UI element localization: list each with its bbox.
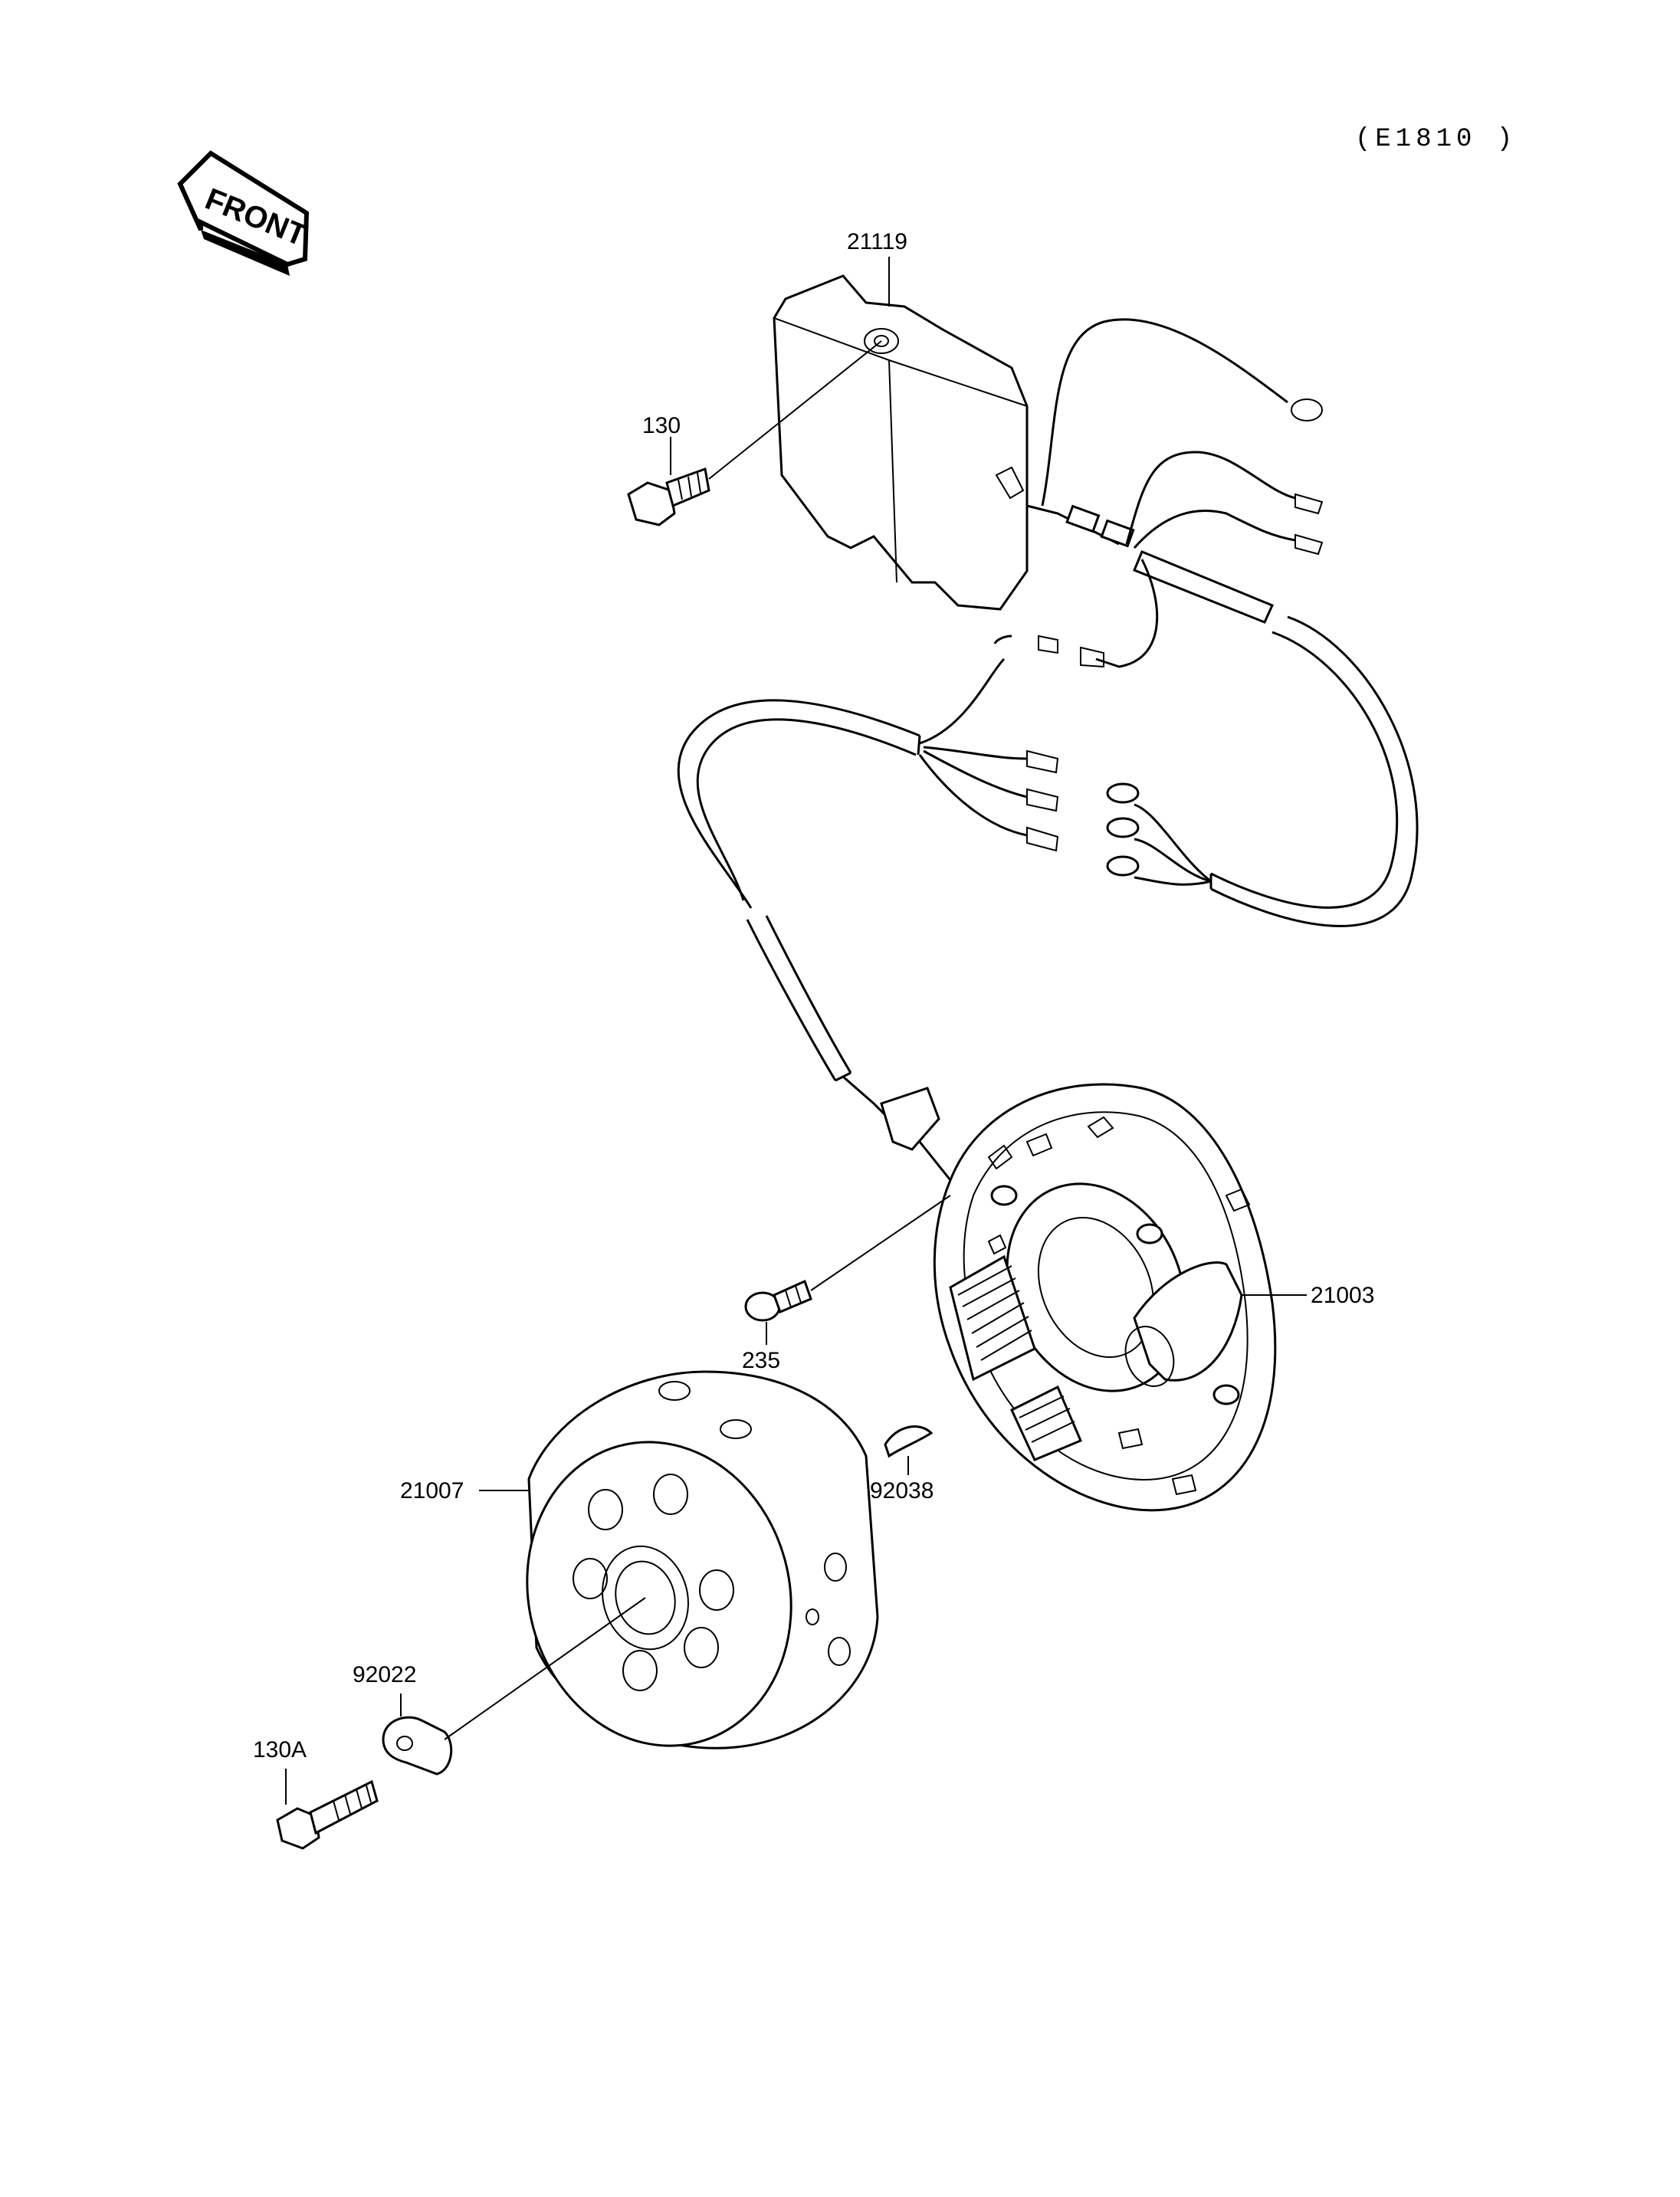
stator-assembly-21003 bbox=[933, 1083, 1277, 1512]
part-label-21119: 21119 bbox=[847, 229, 907, 254]
washer-92022 bbox=[382, 1716, 453, 1776]
cdi-wiring-harness bbox=[993, 318, 1324, 668]
bolt-130a bbox=[276, 1779, 379, 1850]
bolt-130 bbox=[627, 467, 710, 526]
woodruff-key-92038 bbox=[884, 1425, 934, 1458]
part-label-21003: 21003 bbox=[1311, 1283, 1374, 1308]
front-arrow-icon: FRONT bbox=[177, 150, 311, 276]
flywheel-rotor-21007 bbox=[526, 1370, 879, 1749]
part-label-130: 130 bbox=[642, 413, 681, 438]
part-label-235: 235 bbox=[742, 1348, 780, 1373]
part-label-21007: 21007 bbox=[400, 1478, 464, 1503]
part-label-130a: 130A bbox=[253, 1737, 307, 1763]
stator-cable-loop bbox=[677, 615, 1419, 1181]
cdi-unit-21119 bbox=[773, 274, 1029, 611]
screw-235 bbox=[744, 1279, 812, 1322]
reference-code: (E1810 ) bbox=[1355, 125, 1517, 154]
part-label-92022: 92022 bbox=[353, 1662, 416, 1687]
part-label-92038: 92038 bbox=[870, 1478, 934, 1503]
